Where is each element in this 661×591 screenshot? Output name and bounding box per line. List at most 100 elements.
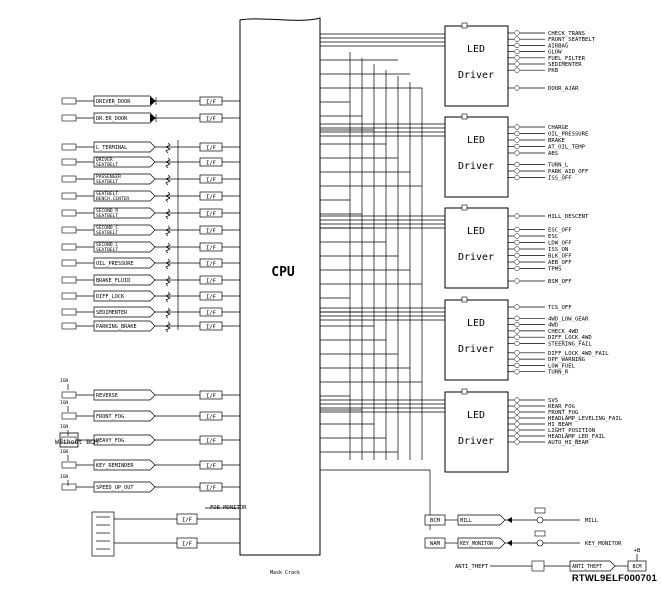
interface-label: I/F (206, 295, 216, 301)
interface-label: I/F (206, 178, 216, 184)
source-label: IGN (60, 474, 68, 480)
led-output-label: CHARGE (548, 125, 569, 131)
switch-icon (61, 276, 77, 284)
input-label-second-r-seatbelt: SEATBELT (96, 213, 118, 219)
led-output-label: ISS_ON (548, 247, 568, 253)
switch-icon (61, 209, 77, 217)
cpu-block (239, 17, 321, 556)
input-connector (93, 320, 156, 332)
interface-label: I/F (206, 262, 216, 268)
led-driver-block (444, 299, 509, 381)
led-driver-label: LED (467, 44, 485, 55)
led-output-node (514, 397, 520, 403)
led-output-node (514, 362, 520, 369)
input-label-driver-door: DRIVER_DOOR (96, 99, 131, 105)
node-icon (536, 539, 544, 547)
led-output-node (514, 369, 520, 375)
input-label-reverse: REVERSE (96, 393, 118, 399)
for-monitor-label: FOR MONITOR (210, 505, 247, 511)
led-output-label: LDW_OFF (548, 241, 572, 247)
source-label: IGN (60, 400, 68, 406)
interface-label: I/F (206, 212, 216, 218)
output-label: KEY_MONITOR (585, 541, 622, 547)
led-output-node (514, 439, 520, 445)
interface-label: I/F (206, 394, 216, 400)
interface-label: I/F (206, 161, 216, 167)
led-driver-terminal (461, 22, 468, 29)
input-connector (93, 224, 156, 236)
input-label-front-fog: FRONT_FOG (96, 414, 124, 420)
led-output-label: ABS (548, 151, 558, 157)
led-output-node (514, 315, 520, 321)
diagram-code: RTWL9ELF000701 (571, 573, 657, 584)
connector (457, 537, 506, 549)
led-output-node (514, 61, 520, 67)
input-label-seatbelt-bench-center: SEATBELT (96, 191, 118, 197)
input-label-heavy-fog: HEAVY_FOG (96, 438, 124, 444)
interface-label: I/F (206, 195, 216, 201)
led-driver-label: LED (467, 410, 485, 421)
anti-theft-label: ANTI_THEFT (455, 564, 489, 570)
without-bcm-label: Without BCM (55, 438, 98, 446)
input-connector (93, 274, 156, 286)
switch-icon (61, 243, 77, 251)
interface-label: I/F (206, 311, 216, 317)
interface-label: I/F (206, 246, 216, 252)
led-output-node (514, 130, 520, 137)
monitor-connector (91, 511, 115, 557)
led-output-label: CHECK_4WD (548, 329, 579, 335)
switch-icon (61, 192, 77, 200)
input-connector (93, 207, 156, 219)
led-output-node (514, 356, 520, 362)
led-output-label: BLK_OFF (548, 254, 572, 260)
interface-label: I/F (206, 486, 216, 492)
led-output-label: STEERING_FAIL (548, 342, 592, 348)
switch-icon (61, 391, 77, 399)
led-output-label: DPF_WARNING (548, 357, 586, 363)
supply-label: +B (634, 548, 641, 554)
led-output-label: HILL_DESCENT (548, 214, 589, 220)
led-output-label: SEDIMENTER (548, 62, 582, 68)
led-output-label: HEADLAMP_LED_FAIL (548, 434, 606, 440)
input-label-brake-fluid: BRAKE_FLUID (96, 278, 130, 284)
cpu-label: CPU (271, 265, 295, 280)
interface-label: I/F (206, 229, 216, 235)
led-output-label: OIL_PRESSURE (548, 132, 589, 138)
diode-icon (150, 114, 156, 122)
led-output-node (514, 334, 520, 340)
arrow-icon (507, 517, 512, 523)
led-output-label: CHECK_TRANS (548, 31, 585, 37)
source-label: IGN (60, 378, 68, 384)
input-connector (93, 389, 156, 401)
led-output-node (514, 150, 520, 156)
switch-icon (61, 412, 77, 420)
interface-label: I/F (206, 439, 216, 445)
led-output-label: LIGHT_POSITION (548, 428, 595, 434)
mask-crack-label: Mask Crack (270, 570, 300, 576)
input-connector (93, 410, 156, 422)
led-output-label: 4WD (548, 323, 559, 329)
led-output-label: BRAKE (548, 138, 565, 144)
resistor-icon (165, 321, 171, 333)
led-output-label: BSM_OFF (548, 279, 572, 285)
led-output-label: ESC (548, 234, 558, 240)
resistor-icon (165, 208, 171, 220)
led-output-node (514, 433, 520, 439)
led-driver-label: Driver (458, 161, 494, 172)
interface-label: I/F (206, 100, 216, 106)
input-connector (93, 481, 156, 493)
input-label-diff-lock: DIFF_LOCK (96, 294, 125, 300)
led-driver-terminal (461, 204, 468, 211)
switch-icon (61, 483, 77, 491)
led-output-node (514, 427, 520, 433)
led-driver-label: Driver (458, 344, 494, 355)
diode-icon (150, 97, 156, 105)
input-connector (93, 190, 156, 202)
input-label-driver-door-2: DR.ER_DOOR (96, 116, 128, 122)
